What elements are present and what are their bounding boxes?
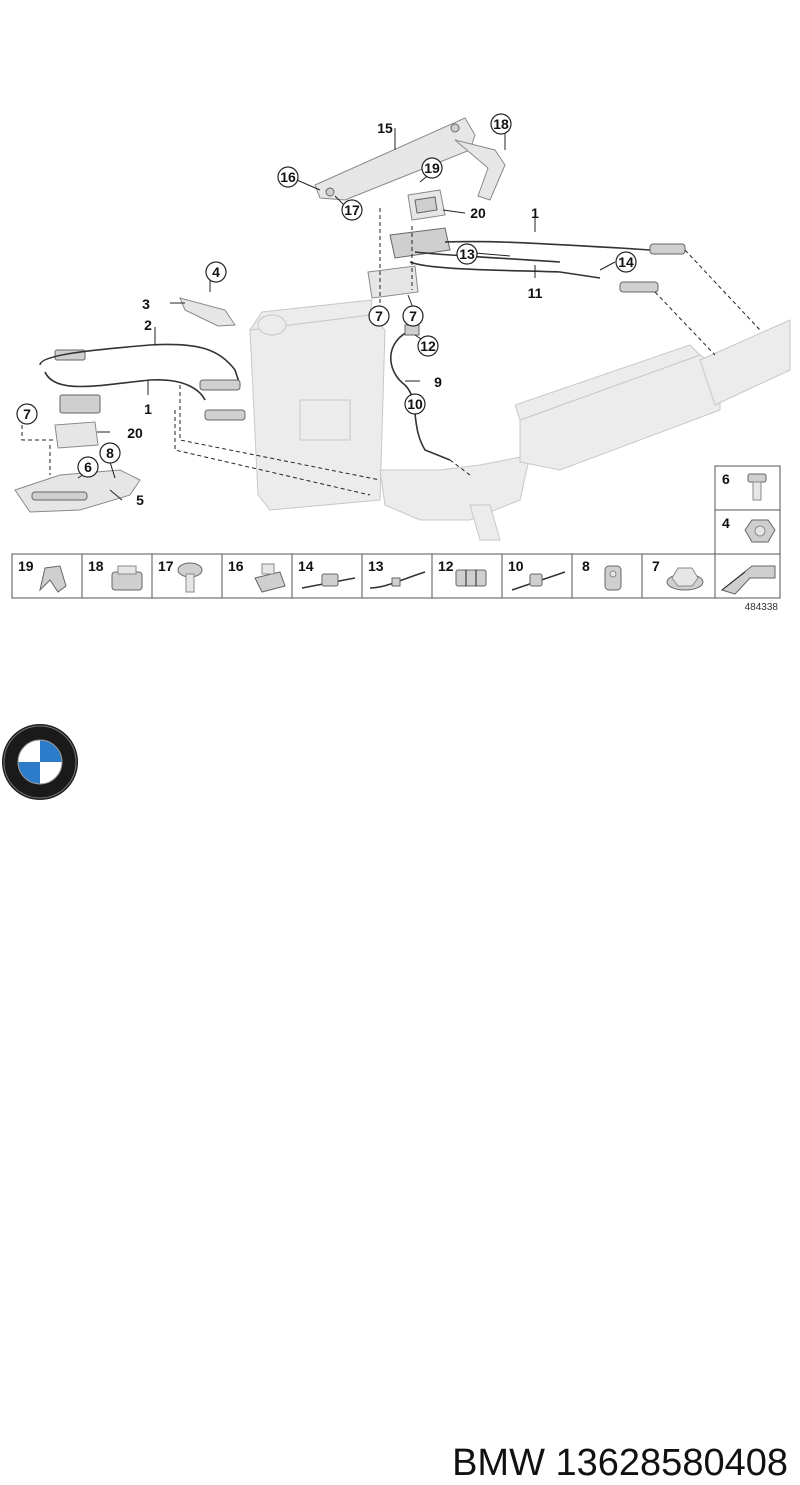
clip-20-top-illustration <box>407 189 446 221</box>
callout-13: 13 <box>456 243 478 265</box>
brand-name: BMW <box>452 1442 545 1484</box>
spring-clip-icon <box>39 565 67 593</box>
svg-text:12: 12 <box>420 338 436 354</box>
legend-label-13: 13 <box>368 558 384 574</box>
legend-bottom: 19 18 17 16 14 13 12 10 8 7 <box>11 553 781 613</box>
legend-label-14: 14 <box>298 558 314 574</box>
bmw-logo-icon <box>2 724 78 800</box>
parts-diagram: 16 17 18 19 4 13 14 7 7 12 10 7 6 8 15 2… <box>11 113 791 613</box>
legend-right: 6 4 <box>714 465 781 555</box>
legend-right-label-6: 6 <box>722 471 730 487</box>
footer: BMW 13628580408 <box>0 700 800 1484</box>
label-11: 11 <box>528 285 543 301</box>
push-rivet-icon <box>177 562 203 593</box>
svg-text:8: 8 <box>106 445 114 461</box>
label-1-left: 1 <box>144 401 152 417</box>
bracket-clip-icon <box>254 563 286 593</box>
svg-text:10: 10 <box>407 396 423 412</box>
dashed-guide-lines <box>21 208 761 496</box>
callout-markers: 16 17 18 19 4 13 14 7 7 12 10 7 6 8 15 2… <box>16 113 637 508</box>
nut-icon <box>744 519 776 543</box>
svg-text:6: 6 <box>84 459 92 475</box>
callout-7-center-right: 7 <box>402 305 424 327</box>
cable-clamp-icon <box>604 565 622 591</box>
label-1-top: 1 <box>531 205 539 221</box>
wire-clip-icon <box>511 571 566 591</box>
reference-number: 484338 <box>745 602 779 613</box>
callout-18: 18 <box>490 113 512 135</box>
callout-16: 16 <box>277 166 299 188</box>
svg-text:7: 7 <box>23 406 31 422</box>
callout-7-center-left: 7 <box>368 305 390 327</box>
bolt-icon <box>747 473 767 501</box>
diagram-canvas: 16 17 18 19 4 13 14 7 7 12 10 7 6 8 15 2… <box>11 113 791 613</box>
svg-text:4: 4 <box>212 264 220 280</box>
callout-4: 4 <box>205 261 227 283</box>
holder-clip-icon <box>111 565 143 591</box>
legend-right-label-4: 4 <box>722 515 730 531</box>
callout-8: 8 <box>99 442 121 464</box>
legend-label-10: 10 <box>508 558 524 574</box>
sensor-wires-upper <box>409 240 686 293</box>
svg-text:17: 17 <box>344 202 360 218</box>
callout-7-left: 7 <box>16 403 38 425</box>
brand-part-number: BMW 13628580408 <box>452 1442 788 1485</box>
bracket-5-illustration <box>14 421 141 513</box>
svg-text:18: 18 <box>493 116 509 132</box>
bracket-15-illustration <box>314 117 506 201</box>
cable-tie-icon <box>369 571 426 589</box>
svg-text:7: 7 <box>409 308 417 324</box>
callout-10: 10 <box>404 393 426 415</box>
legend-label-19: 19 <box>18 558 34 574</box>
callout-12: 12 <box>417 335 439 357</box>
exhaust-assembly-illustration <box>248 299 791 541</box>
svg-text:14: 14 <box>618 254 634 270</box>
svg-text:19: 19 <box>424 160 440 176</box>
legend-label-16: 16 <box>228 558 244 574</box>
label-9: 9 <box>434 374 442 390</box>
legend-label-8: 8 <box>582 558 590 574</box>
svg-text:16: 16 <box>280 169 296 185</box>
legend-label-18: 18 <box>88 558 104 574</box>
flange-nut-icon <box>666 567 704 591</box>
label-15: 15 <box>377 120 393 136</box>
part-number: 13628580408 <box>555 1442 788 1484</box>
callout-14: 14 <box>615 251 637 273</box>
cable-holder-icon <box>301 573 356 589</box>
svg-text:7: 7 <box>375 308 383 324</box>
grommet-block-icon <box>455 569 487 587</box>
legend-label-12: 12 <box>438 558 454 574</box>
label-20-left: 20 <box>127 425 143 441</box>
sensor-assembly-left <box>39 297 246 421</box>
callout-17: 17 <box>341 199 363 221</box>
callout-6: 6 <box>77 456 99 478</box>
forward-arrow-icon <box>720 565 776 595</box>
svg-text:13: 13 <box>459 246 475 262</box>
label-5: 5 <box>136 492 144 508</box>
legend-label-17: 17 <box>158 558 174 574</box>
legend-label-7: 7 <box>652 558 660 574</box>
label-20-top: 20 <box>470 205 486 221</box>
callout-19: 19 <box>421 157 443 179</box>
label-3: 3 <box>142 296 150 312</box>
label-2: 2 <box>144 317 152 333</box>
